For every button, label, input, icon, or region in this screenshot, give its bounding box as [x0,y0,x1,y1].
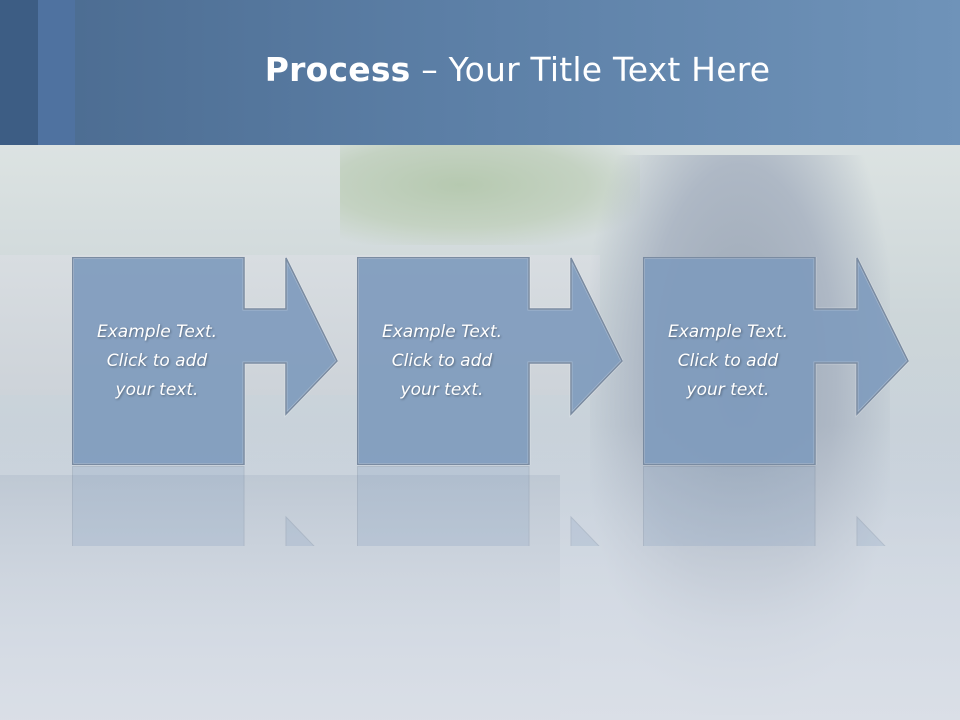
step-text[interactable]: Example Text. Click to add your text. [72,257,242,465]
step-arrow-shape [643,257,909,465]
process-step-2[interactable]: Example Text. Click to add your text. [357,257,623,465]
step-text-line: Click to add [677,350,779,371]
title-rest: – Your Title Text Here [410,50,771,89]
step-arrow-shape [357,257,623,465]
process-step-1[interactable]: Example Text. Click to add your text. [72,257,338,465]
step-text-line: your text. [686,379,770,400]
title-bold: Process [264,50,411,89]
background-photo [0,145,960,720]
header-accent-strip [0,0,38,145]
step-text-line: Example Text. [381,321,503,342]
step-text-line: your text. [115,379,199,400]
step-text-line: Example Text. [96,321,218,342]
process-step-3[interactable]: Example Text. Click to add your text. [643,257,909,465]
step-reflection [643,466,909,546]
step-text[interactable]: Example Text. Click to add your text. [357,257,527,465]
step-reflection [357,466,623,546]
step-text-line: Example Text. [667,321,789,342]
step-text-line: your text. [400,379,484,400]
slide-title[interactable]: Process – Your Title Text Here [75,50,960,89]
step-text-line: Click to add [391,350,493,371]
step-text[interactable]: Example Text. Click to add your text. [643,257,813,465]
step-arrow-shape [72,257,338,465]
step-reflection [72,466,338,546]
title-bar: Process – Your Title Text Here [0,0,960,145]
header-accent-strip [38,0,75,145]
step-text-line: Click to add [106,350,208,371]
photo-fade [0,425,960,720]
